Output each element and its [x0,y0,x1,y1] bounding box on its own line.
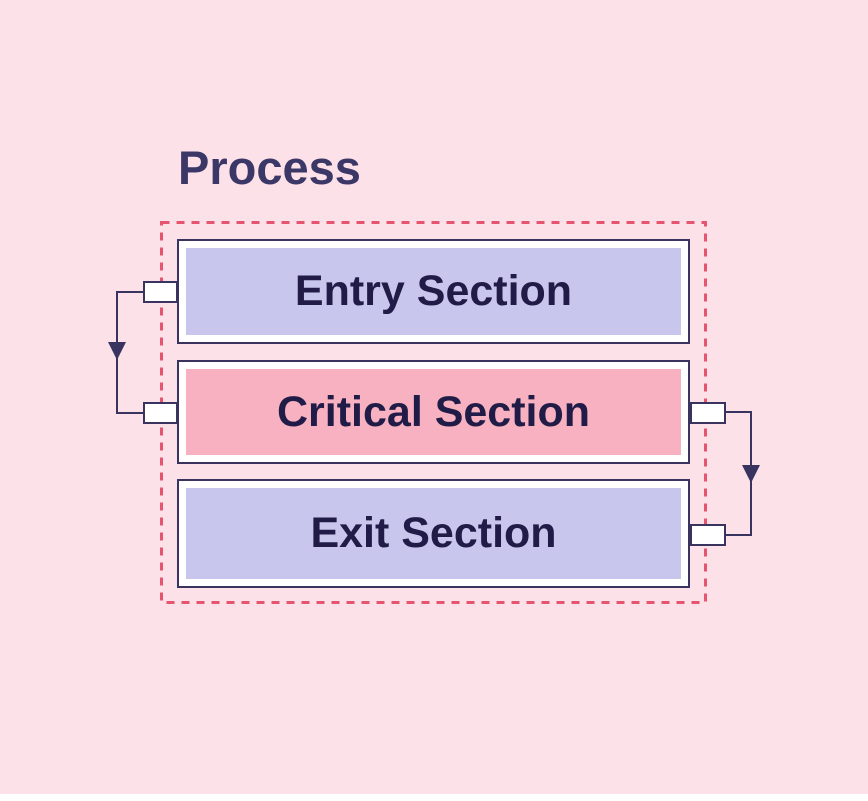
entry-section-box: Entry Section [177,239,690,344]
port-exit-right [690,524,726,546]
bottom-white-strip [0,794,868,801]
entry-section-fill: Entry Section [186,248,681,335]
entry-section-label: Entry Section [294,267,573,315]
critical-section-label: Critical Section [276,387,591,436]
critical-section-fill: Critical Section [186,369,681,455]
diagram-title: Process [178,141,361,194]
exit-section-box: Exit Section [177,479,690,588]
port-critical-right [690,402,726,424]
critical-section-box: Critical Section [177,360,690,464]
port-critical-left [143,402,178,424]
arrowhead-down-right-icon [742,465,760,483]
exit-section-label: Exit Section [310,509,557,557]
exit-section-fill: Exit Section [186,488,681,579]
arrowhead-down-left-icon [108,342,126,360]
port-entry-left [143,281,178,303]
connector-entry-to-critical [116,291,144,414]
